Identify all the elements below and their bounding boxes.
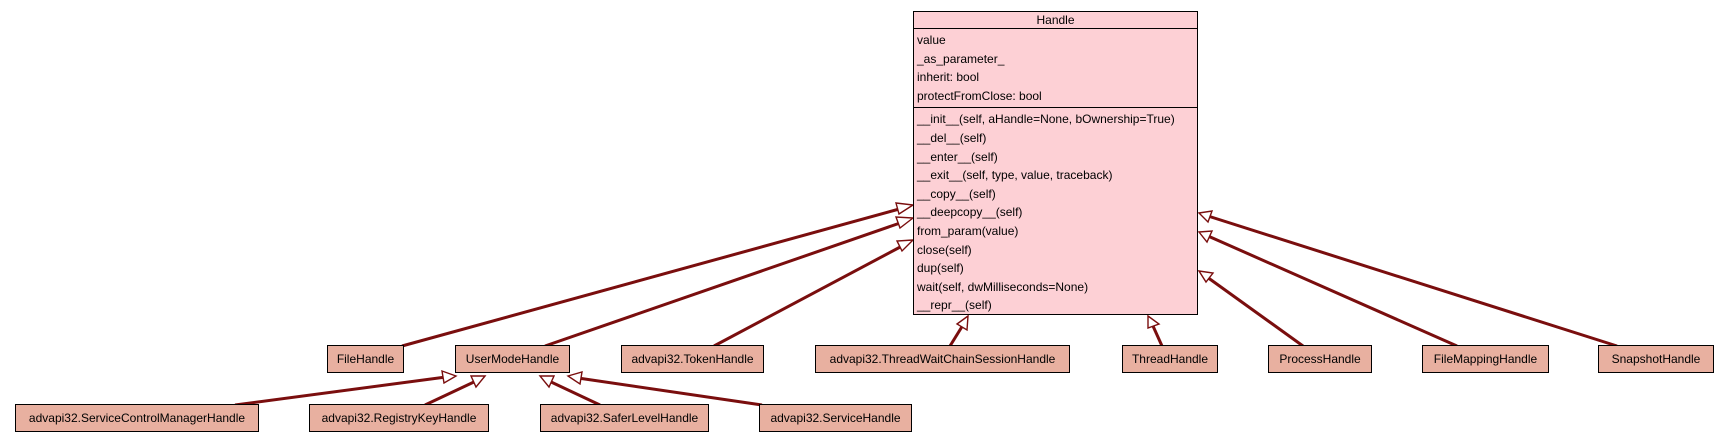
- method: __init__(self, aHandle=None, bOwnership=…: [917, 112, 1175, 127]
- node-filemappinghandle[interactable]: FileMappingHandle: [1422, 345, 1549, 373]
- edge-filemappinghandle-to-handle: [1197, 230, 1458, 348]
- node-snapshothandle[interactable]: SnapshotHandle: [1598, 345, 1714, 373]
- node-processhandle[interactable]: ProcessHandle: [1268, 345, 1372, 373]
- edge-processhandle-to-handle: [1197, 270, 1304, 348]
- attribute: _as_parameter_: [917, 51, 1005, 66]
- method: __deepcopy__(self): [917, 205, 1023, 220]
- node-servicehandle[interactable]: advapi32.ServiceHandle: [759, 404, 912, 432]
- handle-class-title: Handle: [914, 12, 1197, 29]
- edge-tokenhandle-to-handle: [713, 239, 915, 348]
- method: close(self): [917, 242, 972, 257]
- edge-registrykey-to-usermodehandle: [424, 375, 487, 407]
- handle-attributes: value _as_parameter_ inherit: bool prote…: [914, 29, 1197, 109]
- method: __copy__(self): [917, 186, 996, 201]
- attribute: inherit: bool: [917, 70, 980, 85]
- edge-usermodehandle-to-handle: [544, 216, 915, 348]
- edge-saferlevel-to-usermodehandle: [538, 375, 601, 407]
- edge-servicecontrolmanager-to-usermodehandle: [234, 369, 458, 407]
- node-threadwaitchainsessionhandle[interactable]: advapi32.ThreadWaitChainSessionHandle: [815, 345, 1070, 373]
- method: __del__(self): [917, 130, 987, 145]
- node-usermodehandle[interactable]: UserModeHandle: [455, 345, 570, 373]
- node-filehandle[interactable]: FileHandle: [327, 345, 404, 373]
- method: __exit__(self, type, value, traceback): [917, 168, 1113, 183]
- attribute: protectFromClose: bool: [917, 88, 1042, 103]
- node-saferlevelhandle[interactable]: advapi32.SaferLevelHandle: [540, 404, 709, 432]
- node-servicecontrolmanagerhandle[interactable]: advapi32.ServiceControlManagerHandle: [15, 404, 259, 432]
- method: wait(self, dwMilliseconds=None): [917, 279, 1089, 294]
- method: __repr__(self): [917, 298, 992, 313]
- method: dup(self): [917, 261, 964, 276]
- method: __enter__(self): [917, 149, 998, 164]
- handle-methods: __init__(self, aHandle=None, bOwnership=…: [914, 108, 1197, 315]
- node-threadhandle[interactable]: ThreadHandle: [1122, 345, 1218, 373]
- edge-filehandle-to-handle: [401, 202, 916, 348]
- handle-class-box[interactable]: Handle value _as_parameter_ inherit: boo…: [913, 11, 1198, 315]
- node-registrykeyhandle[interactable]: advapi32.RegistryKeyHandle: [309, 404, 489, 432]
- node-tokenhandle[interactable]: advapi32.TokenHandle: [621, 345, 764, 373]
- attribute: value: [917, 33, 946, 47]
- edge-servicehandle-to-usermodehandle: [566, 371, 763, 407]
- edge-snapshothandle-to-handle: [1197, 210, 1618, 348]
- edge-threadwaitchain-to-handle: [948, 314, 969, 347]
- edge-threadhandle-to-handle: [1147, 314, 1164, 347]
- method: from_param(value): [917, 223, 1019, 238]
